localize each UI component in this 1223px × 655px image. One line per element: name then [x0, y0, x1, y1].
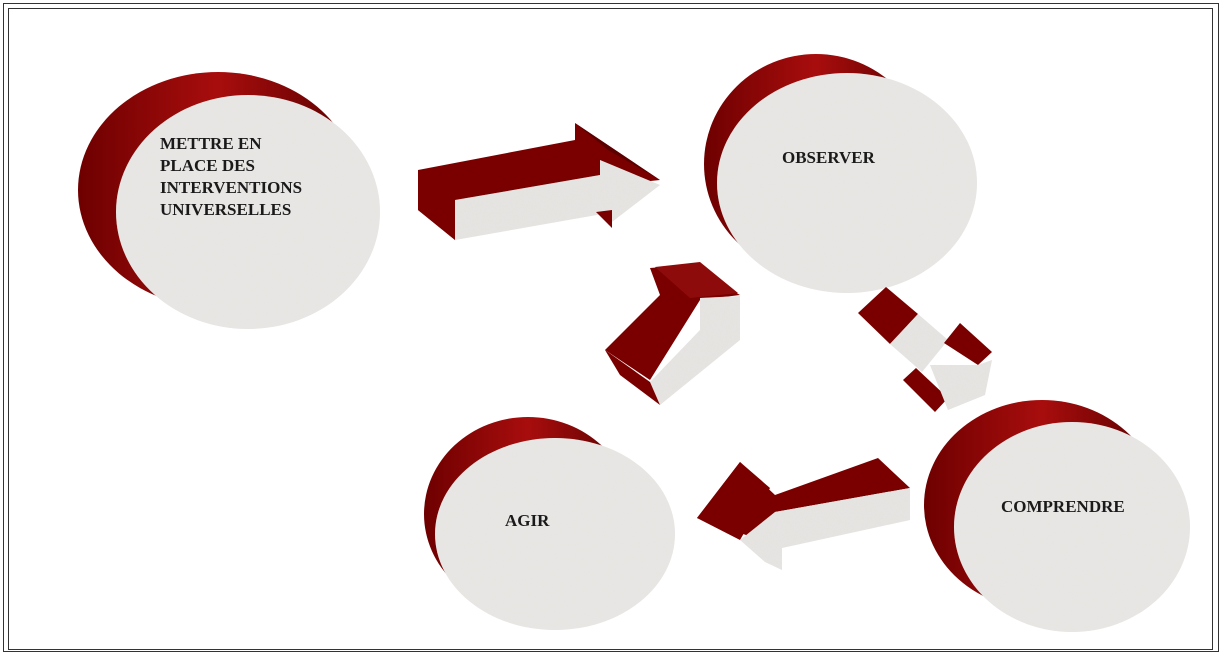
label-interventions: METTRE EN PLACE DES INTERVENTIONS UNIVER… — [160, 133, 360, 221]
label-observer: OBSERVER — [782, 148, 875, 167]
disc-face — [954, 422, 1190, 632]
disc-face — [717, 73, 977, 293]
disc-face — [116, 95, 380, 329]
label-line: INTERVENTIONS — [160, 178, 303, 197]
node-interventions — [78, 72, 380, 329]
arrow-agir-to-observer — [605, 262, 740, 405]
node-comprendre — [924, 400, 1190, 632]
arrow-interventions-to-observer — [418, 123, 660, 240]
label-line: METTRE EN — [160, 134, 262, 153]
label-line: UNIVERSELLES — [160, 200, 292, 219]
node-agir — [424, 417, 675, 630]
label-agir: AGIR — [505, 511, 550, 530]
label-comprendre: COMPRENDRE — [1001, 497, 1125, 516]
arrow-comprendre-to-agir — [697, 458, 910, 570]
label-line: PLACE DES — [160, 156, 255, 175]
arrow-observer-to-comprendre — [858, 287, 992, 412]
disc-face — [435, 438, 675, 630]
node-observer — [704, 54, 977, 293]
outer-frame — [3, 3, 1219, 652]
